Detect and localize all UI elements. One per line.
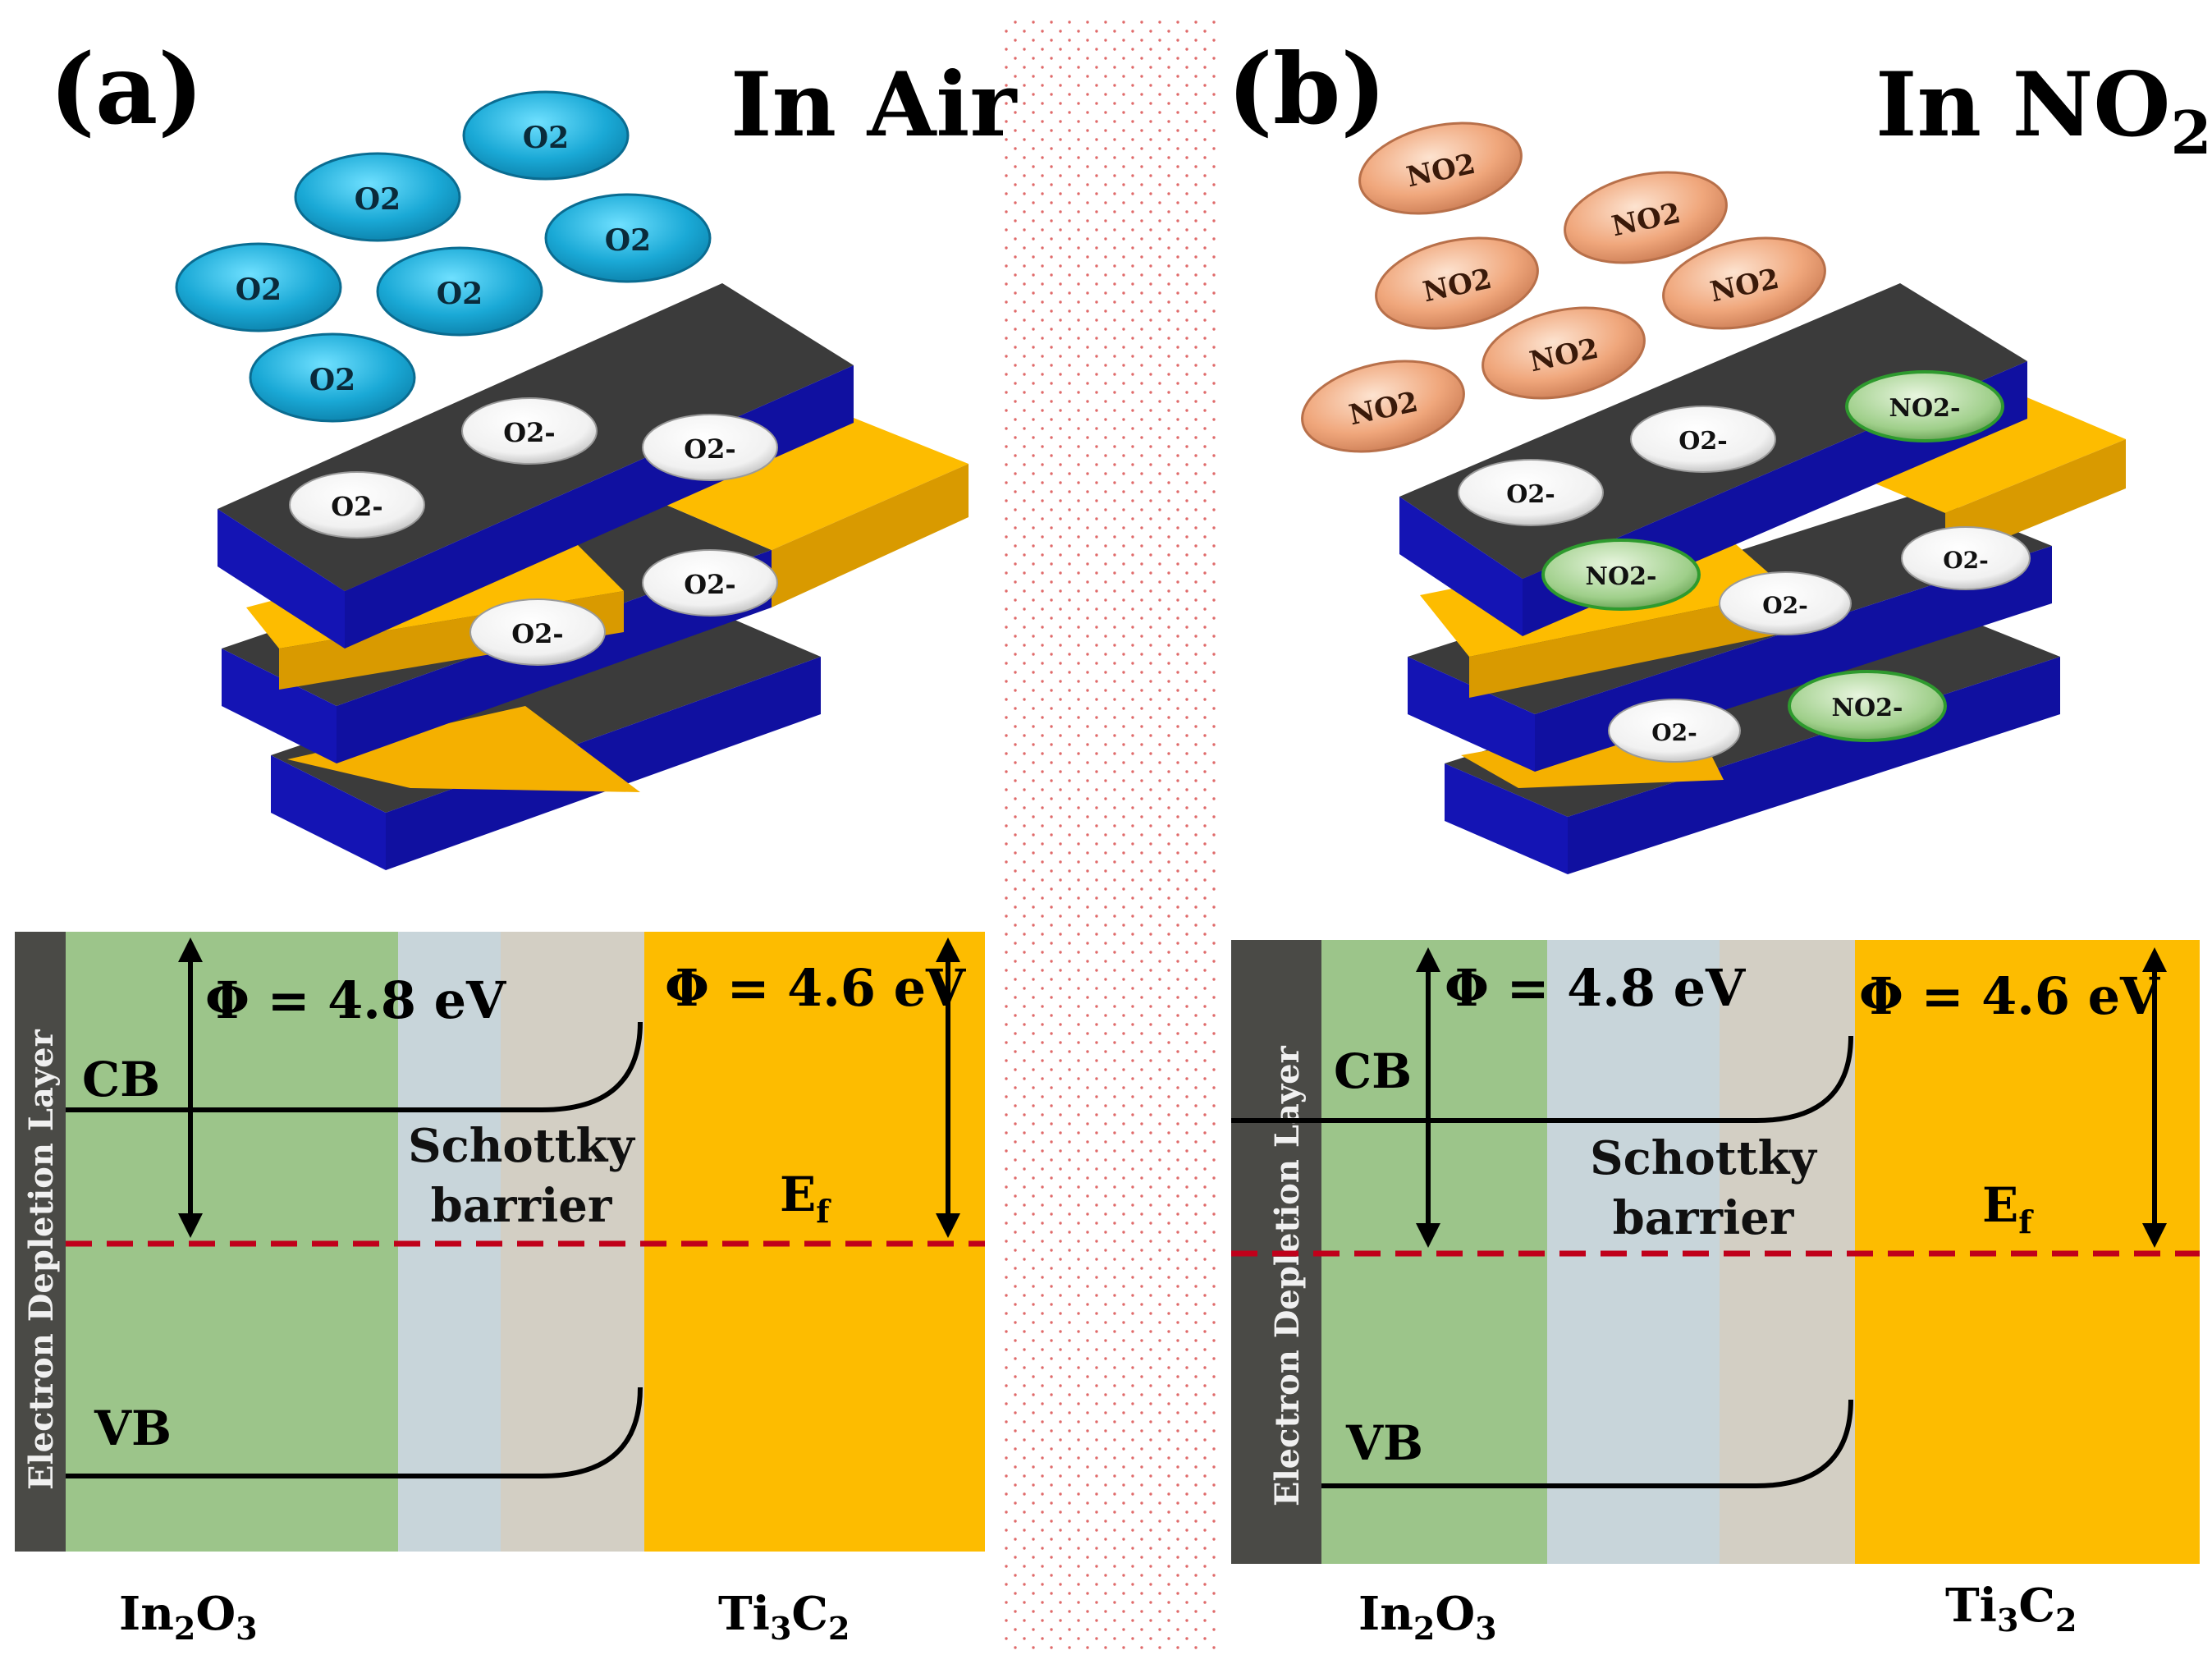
no2-molecule: NO2: [1301, 360, 1465, 453]
no2-molecules: NO2 NO2 NO2 NO2 NO2 NO2: [1301, 121, 1826, 453]
divider-strip: [1000, 16, 1221, 1650]
panel-title: In NO2: [1875, 53, 2212, 167]
schottky-label: Schottky: [1590, 1131, 1817, 1185]
svg-text:O2-: O2-: [684, 433, 735, 465]
depletion-label: Electron Depletion Layer: [22, 1029, 61, 1490]
phi-right-label: Φ = 4.6 eV: [665, 958, 966, 1018]
valence-band: [1321, 1399, 1853, 1488]
bottom-sheet-side: [386, 657, 821, 870]
svg-text:O2: O2: [523, 121, 569, 155]
no2-molecule: NO2: [1482, 306, 1646, 400]
adsorbed-ions: O2- O2- O2- O2- O2-: [289, 397, 778, 666]
svg-text:NO2-: NO2-: [1889, 394, 1961, 423]
o2-ion: O2-: [642, 549, 778, 617]
svg-text:O2: O2: [437, 277, 483, 311]
middle-sheet-front: [1408, 657, 1535, 772]
no2-ion: NO2-: [1541, 539, 1701, 611]
no2-molecule: NO2: [1358, 121, 1523, 215]
svg-text:NO2-: NO2-: [1832, 694, 1903, 722]
upper-mxene-flake-side: [772, 464, 969, 607]
depletion-bar: [15, 932, 66, 1552]
upper-mxene-flake: [1839, 394, 2126, 513]
no2-ion: NO2-: [1845, 370, 2004, 442]
no2-molecule: NO2: [1375, 236, 1539, 330]
o2-ion: O2-: [1458, 459, 1604, 526]
vb-label: VB: [94, 1400, 172, 1456]
o2-ion: O2-: [289, 471, 425, 539]
o2-molecule: O2: [376, 246, 543, 337]
phi-right-label: Φ = 4.6 eV: [1859, 966, 2160, 1026]
no2-ion: NO2-: [1788, 670, 1947, 742]
adsorbed-ions: NO2- O2- O2- NO2- O2- O2- NO2- O2-: [1458, 370, 2031, 763]
o2-molecule: O2: [462, 90, 630, 181]
vb-label: VB: [1345, 1415, 1423, 1471]
bottom-sheet-front: [1445, 763, 1568, 874]
band-diagram: Electron Depletion Layer Φ = 4.8 eV Φ = …: [1231, 940, 2200, 1564]
panel-a: (a) In Air O2 O2: [15, 32, 1018, 1647]
no2-molecule: NO2: [1564, 171, 1728, 264]
o2-ion: O2-: [1608, 699, 1741, 763]
o2-molecules: O2 O2 O2 O2 O2 O2: [175, 90, 712, 423]
phi-left-label: Φ = 4.8 eV: [1445, 958, 1746, 1018]
panel-label: (b): [1227, 32, 1386, 146]
svg-text:O2-: O2-: [503, 417, 555, 448]
panel-b: (b) In NO2 NO2 NO2 NO2 N: [1227, 32, 2212, 1647]
o2-ion: O2-: [1901, 526, 2031, 590]
o2-molecule: O2: [294, 152, 461, 242]
o2-ion: O2-: [461, 397, 598, 465]
no2-molecule: NO2: [1662, 236, 1826, 330]
material-left-label: In2O3: [119, 1587, 258, 1647]
depletion-label: Electron Depletion Layer: [1268, 1045, 1307, 1506]
fermi-label: Ef: [780, 1167, 831, 1230]
material-left-label: In2O3: [1358, 1587, 1497, 1647]
svg-text:O2: O2: [309, 363, 355, 397]
bottom-sheet-front: [271, 755, 386, 870]
schottky-label: Schottky: [408, 1119, 635, 1173]
middle-sheet-front: [222, 649, 337, 763]
o2-ion: O2-: [642, 414, 778, 481]
svg-text:O2: O2: [236, 273, 282, 307]
svg-text:O2: O2: [605, 223, 651, 258]
barrier-label: barrier: [431, 1179, 613, 1233]
o2-molecule: O2: [249, 332, 416, 423]
panel-label: (a): [49, 32, 204, 146]
top-sheet-front: [218, 509, 345, 649]
o2-ion: O2-: [469, 598, 606, 666]
o2-ion: O2-: [1719, 571, 1852, 635]
top-sheet-front: [1399, 497, 1523, 636]
o2-molecule: O2: [544, 193, 712, 283]
conduction-band: [1231, 1035, 1853, 1123]
lower-mxene-flake: [287, 706, 640, 792]
band-diagram: Electron Depletion Layer Φ = 4.8 eV Φ = …: [15, 932, 985, 1552]
barrier-label: barrier: [1613, 1191, 1795, 1245]
material-right-label: Ti3C2: [718, 1587, 850, 1647]
cb-label: CB: [82, 1052, 160, 1107]
fermi-label: Ef: [1982, 1177, 2034, 1240]
svg-text:O2-: O2-: [511, 618, 563, 649]
phi-left-label: Φ = 4.8 eV: [205, 970, 506, 1030]
middle-mxene-flake-side: [1469, 591, 1789, 698]
svg-text:O2-: O2-: [331, 491, 382, 522]
svg-text:NO2-: NO2-: [1586, 562, 1657, 591]
svg-text:O2-: O2-: [684, 569, 735, 600]
o2-ion: O2-: [1630, 406, 1776, 473]
svg-text:O2: O2: [355, 182, 401, 217]
svg-text:O2-: O2-: [1762, 592, 1808, 619]
svg-text:O2-: O2-: [1678, 427, 1727, 456]
svg-text:O2-: O2-: [1506, 480, 1555, 509]
svg-text:O2-: O2-: [1943, 547, 1989, 574]
upper-mxene-flake: [657, 415, 969, 550]
material-right-label: Ti3C2: [1945, 1579, 2077, 1639]
panel-title: In Air: [730, 53, 1018, 157]
svg-text:O2-: O2-: [1651, 719, 1697, 746]
cb-label: CB: [1334, 1043, 1412, 1099]
valence-band: [66, 1387, 643, 1478]
conduction-band: [66, 1021, 643, 1112]
o2-molecule: O2: [175, 242, 342, 332]
